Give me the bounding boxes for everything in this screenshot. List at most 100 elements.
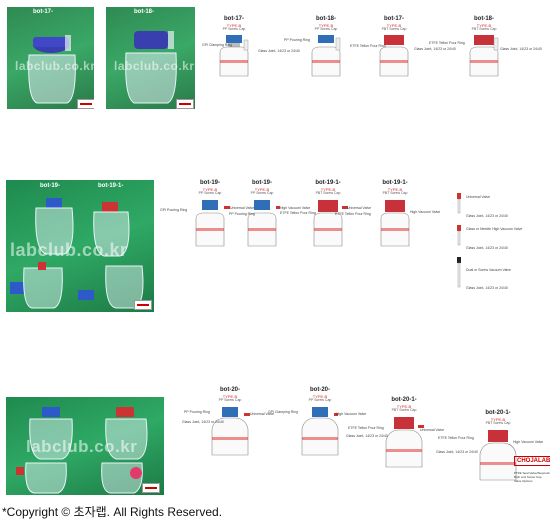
cap-label: PBT Screw Cap: [381, 27, 407, 31]
product-code: bot-20-1-: [485, 410, 511, 416]
product-code: bot-19-: [200, 180, 220, 186]
diagram-label: Universal Valve: [347, 206, 372, 210]
diagram-bot-19-1: bot-19-1- TYPE-B PBT Screw Cap: [298, 180, 358, 250]
diagram-label: High Vacuum Valve: [513, 440, 544, 444]
cap-label: PP Screw Cap: [198, 191, 222, 195]
diagram-label: High Vacuum Valve: [280, 206, 311, 210]
brand-note-line: PTFE Seal Valve/Stopcock: [514, 471, 550, 475]
diagram-bot-20: bot-20- TYPE-B PP Screw Cap: [200, 387, 260, 459]
diagram-bot-19b: bot-19- TYPE-B PP Screw Cap: [232, 180, 292, 250]
product-code: bot-20-: [310, 387, 330, 393]
brand-note: PTFE Seal Valve/Stopcock Both end Screw …: [514, 471, 550, 483]
cap-label: PBT Screw Cap: [315, 191, 341, 195]
diagram-label: Universal Valve: [230, 206, 255, 210]
diagram-label: Glass Joint, 14/23 or 24/40: [258, 49, 300, 53]
cap-label: PP Screw Cap: [314, 27, 338, 31]
diagram-label: ETFE Teflon Pour Ring: [350, 44, 386, 48]
product-photo-bot-18: bot-18- labclub.co.kr: [106, 7, 195, 109]
bottle-diagram: [469, 35, 499, 77]
cap-label: PP Screw Cap: [250, 191, 274, 195]
cap-label: PP Screw Cap: [218, 398, 242, 402]
valve-options-diagram: [457, 193, 461, 288]
scale-bar: [134, 300, 152, 310]
bottle-diagram: [247, 200, 280, 247]
cap-label: PBT Screw Cap: [382, 191, 408, 195]
product-code: bot-18-: [316, 16, 336, 22]
product-code: bot-17-: [224, 16, 244, 22]
valve-label: Dual or Screw Vacuum Valve: [466, 268, 511, 272]
diagram-label: ETFE Teflon Pour Ring: [438, 436, 474, 440]
diagram-label: Glass Joint, 14/23 or 24/40: [346, 434, 388, 438]
bottle-diagram: [380, 200, 410, 247]
product-type: TYPE-B: [320, 187, 336, 192]
diagram-label: ETFE Teflon Pour Ring: [335, 212, 371, 216]
brand-note-line: Valve Options: [514, 479, 533, 483]
diagram-bot-18: bot-18- TYPE-B PP Screw Cap: [296, 16, 356, 77]
cap-label: PBT Screw Cap: [485, 421, 511, 425]
product-type: TYPE-B: [396, 404, 412, 409]
product-code: bot-18-: [474, 16, 494, 22]
product-code: bot-19-: [252, 180, 272, 186]
diagram-label: Glass Joint, 14/23 or 24/40: [436, 450, 478, 454]
diagram-label: Universal Valve: [250, 412, 275, 416]
diagram-label: GPI Pouring Ring: [160, 208, 188, 212]
diagram-label: PP Pouring Ring: [229, 212, 255, 216]
bottle-diagram: [311, 35, 341, 77]
bottle-diagram: [479, 430, 517, 481]
photo-tag: bot-19-: [40, 183, 60, 189]
valve-label: Glass Joint, 14/23 or 24/40: [466, 286, 508, 290]
photo-tag: bot-18-: [134, 9, 154, 15]
diagram-bot-20b: bot-20- TYPE-B PP Screw Cap: [290, 387, 350, 459]
scale-bar: [142, 483, 160, 493]
product-code: bot-20-: [220, 387, 240, 393]
photo-tag: bot-17-: [33, 9, 53, 15]
diagram-label: Glass Joint, 14/23 or 24/40: [500, 47, 542, 51]
copyright-footer: *Copyright © 초자랩. All Rights Reserved.: [2, 505, 223, 519]
diagram-bot-19: bot-19- TYPE-B PP Screw Cap: [180, 180, 240, 250]
cap-label: PP Screw Cap: [222, 27, 246, 31]
diagram-label: ETFE Teflon Pour Ring: [348, 426, 384, 430]
valve-label: Glass or Needle High Vacuum Valve: [466, 227, 523, 231]
diagram-bot-18b: bot-18- TYPE-B PBT Screw Cap: [454, 16, 514, 77]
scale-bar: [176, 99, 194, 109]
valve-label: Universal Valve: [466, 195, 491, 199]
diagram-bot-20-1b: bot-20-1- TYPE-B PBT Screw Cap: [468, 410, 528, 482]
diagram-label: GPI Clamping Ring: [202, 43, 232, 47]
diagram-label: Glass Joint, 14/23 or 24/40: [414, 47, 456, 51]
valve-label: Glass Joint, 14/23 or 24/40: [466, 246, 508, 250]
watermark: labclub.co.kr: [15, 59, 94, 73]
bottle-photo-image: [10, 198, 144, 309]
bottle-diagram: [379, 35, 409, 77]
brand-logo: CHOJALAB: [514, 456, 550, 466]
bottle-diagram: [219, 35, 249, 77]
product-type: TYPE-B: [254, 187, 270, 192]
bottle-photo-image: [16, 407, 148, 494]
product-type: TYPE-B: [386, 23, 402, 28]
bottle-photo-image: [125, 31, 177, 104]
brand-note-line: Both end Screw Cap: [514, 475, 542, 479]
diagram-label: Universal Valve: [420, 428, 445, 432]
product-type: TYPE-B: [387, 187, 403, 192]
product-code: bot-19-1-: [315, 180, 341, 186]
bottle-diagram: [195, 200, 230, 247]
product-type: TYPE-B: [318, 23, 334, 28]
diagram-label: High Vacuum Valve: [336, 412, 367, 416]
cap-label: PBT Screw Cap: [391, 408, 417, 412]
diagram-bot-17b: bot-17- TYPE-B PBT Screw Cap: [364, 16, 424, 77]
diagram-label: PP Pouring Ring: [284, 38, 310, 42]
scale-bar: [77, 99, 94, 109]
product-code: bot-19-1-: [382, 180, 408, 186]
bottle-diagram: [313, 200, 348, 247]
photo-tag: bot-19-1-: [98, 183, 124, 189]
product-photo-bot-17: bot-17- labclub.co.kr: [7, 7, 94, 109]
watermark: labclub.co.kr: [114, 59, 195, 73]
product-type: TYPE-B: [312, 394, 328, 399]
diagram-label: Glass Joint, 14/23 or 24/40: [182, 420, 224, 424]
product-code: bot-17-: [384, 16, 404, 22]
product-type: TYPE-B: [476, 23, 492, 28]
product-type: TYPE-B: [226, 23, 242, 28]
bottle-diagram: [301, 407, 339, 456]
cap-label: PBT Screw Cap: [471, 27, 497, 31]
product-type: TYPE-B: [202, 187, 218, 192]
bottle-diagram: [385, 417, 424, 468]
